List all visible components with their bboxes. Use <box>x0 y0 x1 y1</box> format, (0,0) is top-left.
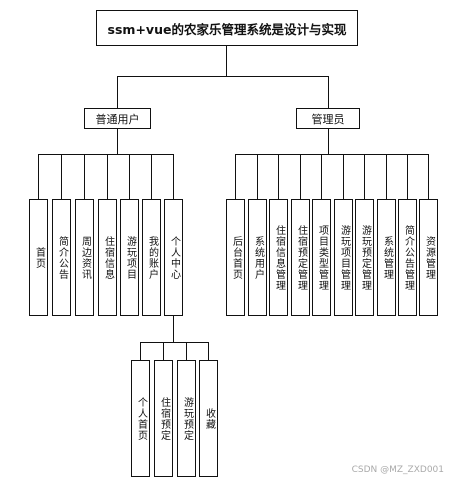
connector <box>163 342 164 360</box>
admin-module-label: 系统管理 <box>381 235 393 280</box>
admin-module-label: 游玩项目管理 <box>338 224 350 291</box>
admin-module-box: 住宿预定管理 <box>291 199 310 316</box>
personal-center-item-box: 个人首页 <box>131 360 150 477</box>
personal-center-item-label: 住宿预定 <box>158 396 170 441</box>
user-module-label: 游玩项目 <box>124 235 136 280</box>
connector <box>140 342 141 360</box>
connector <box>173 154 174 199</box>
user-module-label: 首页 <box>33 246 45 269</box>
user-module-box: 住宿信息 <box>98 199 117 316</box>
connector <box>117 129 118 154</box>
connector <box>38 154 39 199</box>
user-module-label: 简介公告 <box>56 235 68 280</box>
personal-center-item-box: 收藏 <box>199 360 218 477</box>
admin-module-box: 游玩预定管理 <box>355 199 374 316</box>
admin-module-label: 后台首页 <box>230 235 242 280</box>
admin-module-box: 项目类型管理 <box>312 199 331 316</box>
connector <box>328 129 329 154</box>
connector <box>140 342 209 343</box>
connector <box>278 154 279 199</box>
admin-module-label: 系统用户 <box>252 235 264 280</box>
connector <box>107 154 108 199</box>
user-role-box: 普通用户 <box>84 108 151 129</box>
admin-role-label: 管理员 <box>311 112 345 126</box>
connector <box>235 154 236 199</box>
admin-module-label: 游玩预定管理 <box>359 224 371 291</box>
connector <box>321 154 322 199</box>
connector <box>235 154 428 155</box>
connector <box>343 154 344 199</box>
connector <box>208 342 209 360</box>
connector <box>117 76 118 108</box>
personal-center-item-box: 游玩预定 <box>177 360 196 477</box>
admin-module-label: 项目类型管理 <box>316 224 328 291</box>
admin-module-label: 住宿预定管理 <box>295 224 307 291</box>
connector <box>328 76 329 108</box>
admin-module-box: 简介公告管理 <box>398 199 417 316</box>
admin-module-label: 资源管理 <box>423 235 435 280</box>
connector <box>226 46 227 76</box>
admin-module-box: 系统管理 <box>377 199 396 316</box>
admin-role-box: 管理员 <box>296 108 360 129</box>
connector <box>257 154 258 199</box>
personal-center-item-label: 个人首页 <box>135 396 147 441</box>
user-module-box: 周边资讯 <box>75 199 94 316</box>
connector <box>186 342 187 360</box>
admin-module-box: 系统用户 <box>248 199 267 316</box>
connector <box>428 154 429 199</box>
personal-center-item-label: 游玩预定 <box>181 396 193 441</box>
watermark: CSDN @MZ_ZXD001 <box>351 465 444 475</box>
user-role-label: 普通用户 <box>95 112 140 126</box>
personal-center-item-label: 收藏 <box>203 407 215 430</box>
admin-module-box: 住宿信息管理 <box>269 199 288 316</box>
user-module-box: 首页 <box>29 199 48 316</box>
admin-module-label: 简介公告管理 <box>402 224 414 291</box>
connector <box>173 316 174 342</box>
admin-module-box: 后台首页 <box>226 199 245 316</box>
admin-module-box: 游玩项目管理 <box>334 199 353 316</box>
connector <box>129 154 130 199</box>
user-module-label: 周边资讯 <box>79 235 91 280</box>
system-title: ssm+vue的农家乐管理系统是设计与实现 <box>107 21 347 37</box>
connector <box>38 154 173 155</box>
user-module-box: 简介公告 <box>52 199 71 316</box>
personal-center-box: 个人中心 <box>164 199 183 316</box>
personal-center-item-box: 住宿预定 <box>154 360 173 477</box>
user-module-label: 我的账户 <box>146 235 158 280</box>
admin-module-box: 资源管理 <box>419 199 438 316</box>
connector <box>61 154 62 199</box>
connector <box>151 154 152 199</box>
connector <box>386 154 387 199</box>
user-module-box: 我的账户 <box>142 199 161 316</box>
user-module-label: 个人中心 <box>168 235 180 280</box>
connector <box>300 154 301 199</box>
admin-module-label: 住宿信息管理 <box>273 224 285 291</box>
user-module-label: 住宿信息 <box>102 235 114 280</box>
user-module-box: 游玩项目 <box>120 199 139 316</box>
connector <box>117 76 329 77</box>
connector <box>364 154 365 199</box>
connector <box>407 154 408 199</box>
system-title-box: ssm+vue的农家乐管理系统是设计与实现 <box>96 10 358 46</box>
connector <box>84 154 85 199</box>
